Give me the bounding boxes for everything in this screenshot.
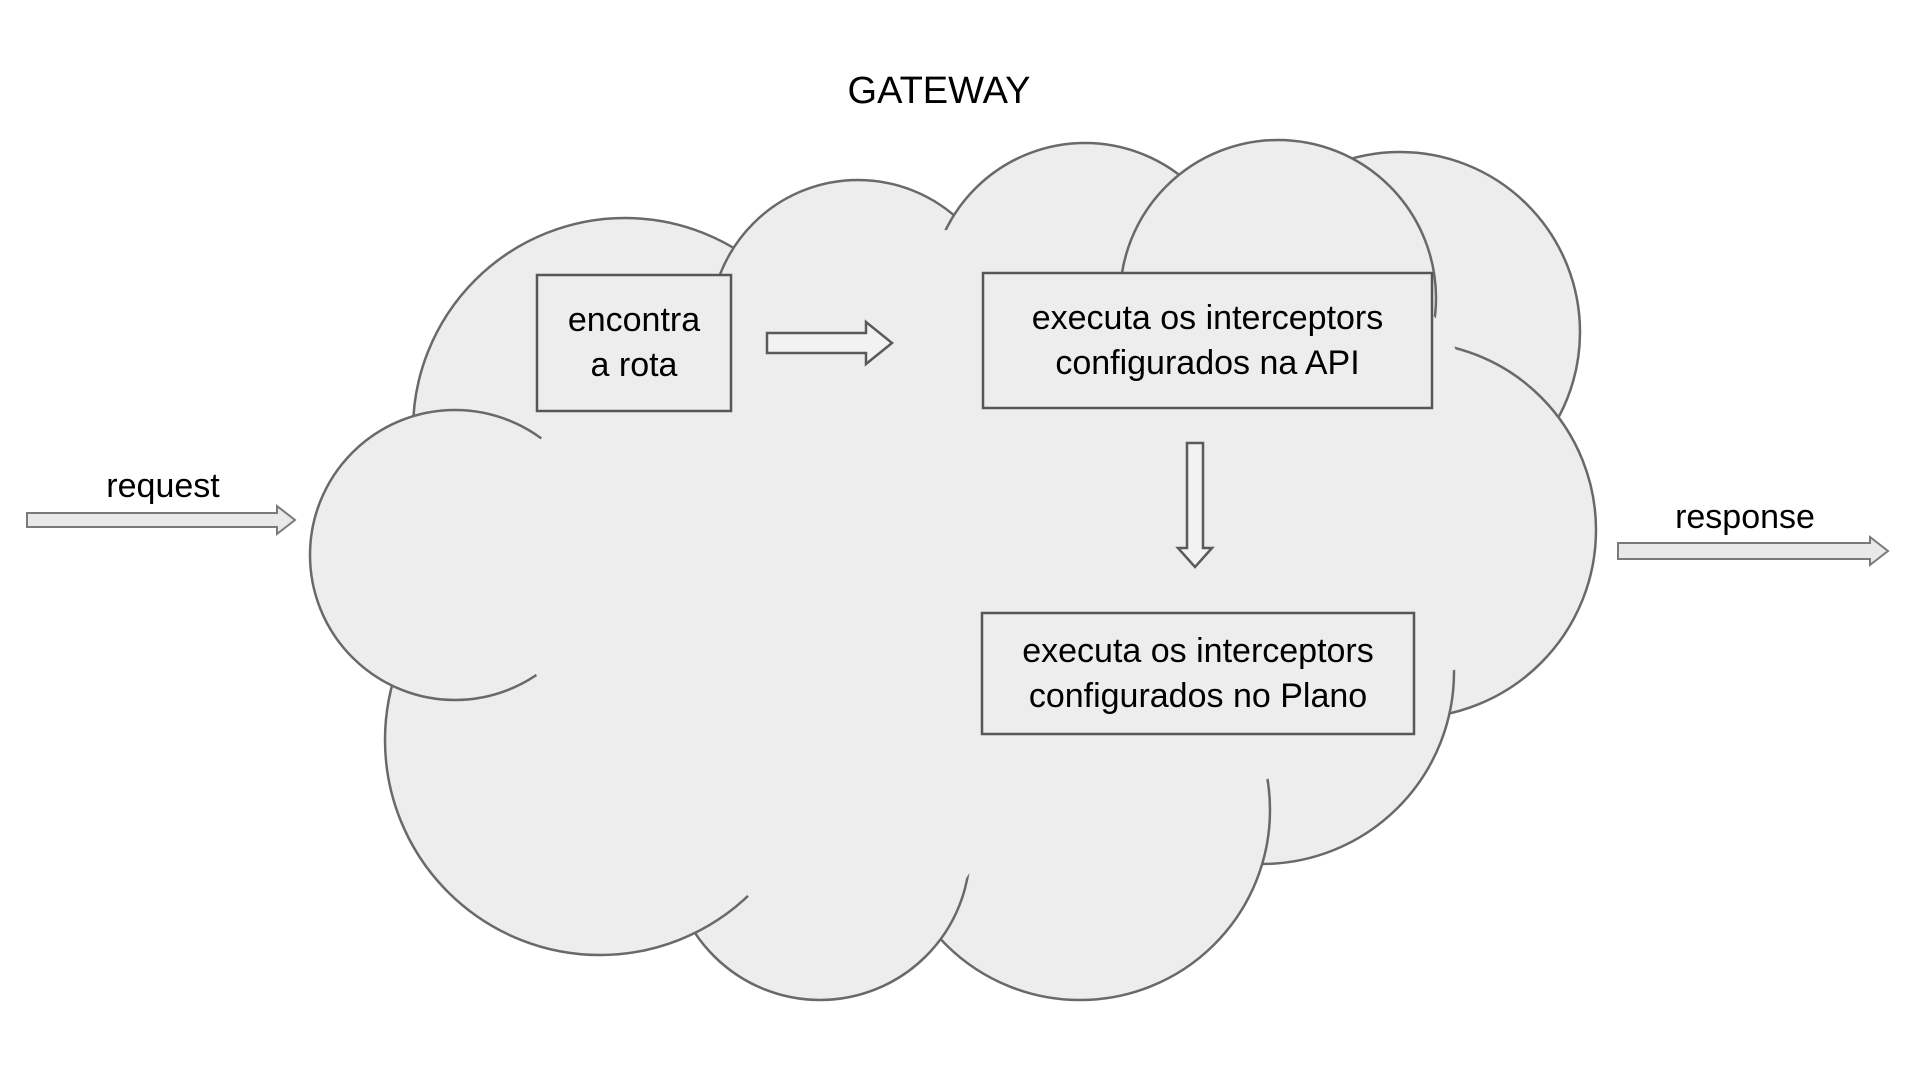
response-label: response (1675, 498, 1815, 536)
diagram-title: GATEWAY (847, 70, 1031, 112)
request-label: request (106, 467, 220, 505)
cloud-body-fill (1250, 380, 1550, 680)
flow-arrows (26, 319, 1890, 569)
step-label-plan-interceptors: executa os interceptors configurados no … (982, 613, 1414, 734)
step-label-line: encontra (567, 301, 701, 339)
step-boxes (535, 271, 1434, 736)
step-label-line: configurados na API (1055, 343, 1360, 382)
step-label-api-interceptors: executa os interceptors configurados na … (983, 273, 1432, 408)
step-label-line: a rota (590, 346, 678, 384)
response-arrow-icon (1617, 534, 1890, 568)
step-box-find-route (535, 273, 733, 413)
step-label-line: executa os interceptors (1022, 631, 1374, 670)
cloud-shape (308, 138, 1598, 1002)
step-label-line: configurados no Plano (1028, 676, 1368, 715)
cloud-body-fill (710, 660, 990, 940)
find-route-to-api-arrow-icon (765, 319, 894, 367)
step-box-plan-interceptors (980, 611, 1416, 736)
cloud-body-fill (500, 360, 900, 760)
request-arrow-icon (26, 503, 297, 537)
api-to-plan-arrow-icon (1175, 441, 1215, 569)
step-label-find-route: encontra a rota (537, 275, 731, 411)
step-box-api-interceptors (981, 271, 1434, 410)
step-label-line: executa os interceptors (1031, 298, 1384, 337)
